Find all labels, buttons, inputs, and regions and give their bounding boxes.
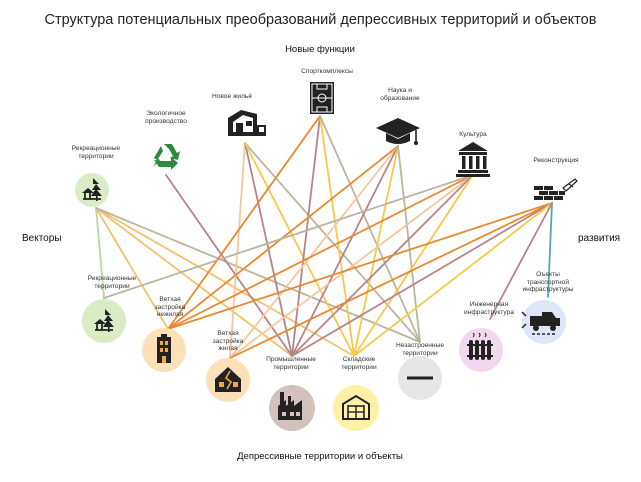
link-sport-old_nonres	[167, 115, 321, 330]
link-rec_top-warehouse	[95, 207, 355, 357]
radiator-icon	[459, 328, 503, 372]
object-label-old_nonres-line: Ветхая	[159, 296, 181, 303]
function-label-recon-line: Реконструкция	[533, 157, 579, 164]
trees-icon	[75, 173, 109, 207]
link-sport-vacant	[319, 115, 421, 343]
bricks-trowel-icon	[534, 178, 578, 200]
museum-icon	[456, 142, 490, 177]
function-label-sport: Спорткомплексы	[287, 68, 367, 76]
heading-new-functions: Новые функции	[285, 44, 355, 55]
tow-truck-icon	[521, 300, 566, 344]
link-sport-warehouse	[319, 115, 355, 357]
object-label-engineering-line: Инженерная	[469, 301, 509, 308]
link-housing-old_res	[229, 142, 246, 359]
object-label-rec_bot-line: территории	[94, 282, 130, 290]
object-label-old_res-line: жилая	[218, 345, 238, 353]
cracked-house-icon	[206, 358, 250, 402]
link-culture-old_res	[229, 174, 474, 359]
empty-lot-icon	[398, 356, 442, 400]
object-label-old_res-line: застройка	[212, 337, 244, 345]
link-science-old_res	[229, 145, 399, 359]
function-label-science-line: образование	[380, 94, 420, 102]
link-recon-old_res	[229, 202, 553, 359]
function-label-rec_top-line: Рекреационные	[71, 145, 121, 152]
function-label-culture: Культура	[433, 131, 513, 139]
factory-icon	[269, 385, 315, 431]
object-label-warehouse-line: территории	[341, 363, 377, 371]
link-sport-industrial	[291, 115, 321, 357]
function-label-science-line: Наука и	[388, 87, 412, 94]
house-icon	[228, 110, 266, 136]
link-culture-old_nonres	[167, 174, 474, 330]
object-label-industrial-line: Промышленные	[266, 356, 316, 363]
function-label-housing-line: Новое жильё	[211, 93, 253, 100]
object-label-transport-line: Оъекты	[536, 271, 560, 278]
object-label-transport-line: транспортной	[526, 278, 570, 286]
link-culture-rec_bot	[103, 174, 474, 299]
heading-vectors: Векторы	[22, 233, 62, 244]
link-housing-warehouse	[244, 142, 355, 357]
link-science-industrial	[291, 145, 399, 357]
graduation-cap-icon	[376, 118, 420, 145]
object-label-rec_bot-line: Рекреационные	[87, 275, 137, 282]
link-culture-warehouse	[353, 174, 474, 357]
object-label-old_nonres-line: застройка	[154, 303, 186, 311]
link-rec_top-old_nonres	[95, 207, 169, 330]
link-eco-industrial	[165, 174, 293, 357]
function-label-recon: Реконструкция	[516, 157, 596, 165]
link-science-vacant	[397, 145, 421, 343]
link-housing-vacant	[244, 142, 421, 343]
function-label-culture-line: Культура	[459, 131, 487, 138]
link-recon-old_nonres	[167, 202, 553, 330]
link-recon-engineering	[489, 202, 553, 320]
function-label-eco-line: Экологичное	[146, 110, 186, 117]
object-label-vacant-line: Незастроенные	[396, 342, 444, 349]
function-label-housing: Новое жильё	[192, 93, 272, 101]
object-label-old_nonres-line: нежилая	[156, 311, 184, 319]
function-label-eco-line: производство	[145, 117, 187, 125]
link-rec_top-vacant	[95, 207, 421, 343]
object-label-engineering-line: инфраструктура	[464, 308, 514, 316]
link-rec_top-rec_bot	[95, 207, 105, 299]
object-label-warehouse-line: Складские	[342, 356, 376, 363]
link-science-warehouse	[353, 145, 399, 357]
link-recon-transport	[547, 202, 553, 298]
heading-depressed-objects: Депрессивные территории и объекты	[237, 451, 403, 462]
diagram-title: Структура потенциальных преобразований д…	[44, 12, 597, 28]
function-label-sport-line: Спорткомплексы	[301, 68, 353, 75]
recycle-icon	[153, 144, 180, 170]
link-recon-warehouse	[353, 202, 553, 357]
heading-development: развития	[578, 233, 621, 244]
link-culture-industrial	[291, 174, 474, 357]
link-recon-industrial	[291, 202, 553, 357]
link-rec_top-industrial	[95, 207, 293, 357]
old-building-icon	[142, 328, 186, 372]
warehouse-icon	[333, 385, 379, 431]
object-label-old_res-line: Ветхая	[217, 330, 239, 337]
trees-icon	[82, 299, 126, 343]
object-label-transport-line: инфраструктуры	[522, 286, 574, 294]
function-label-rec_top-line: территории	[78, 152, 114, 160]
object-label-industrial-line: территории	[273, 363, 309, 371]
object-label-vacant-line: территории	[402, 349, 438, 357]
football-field-icon	[310, 82, 334, 114]
